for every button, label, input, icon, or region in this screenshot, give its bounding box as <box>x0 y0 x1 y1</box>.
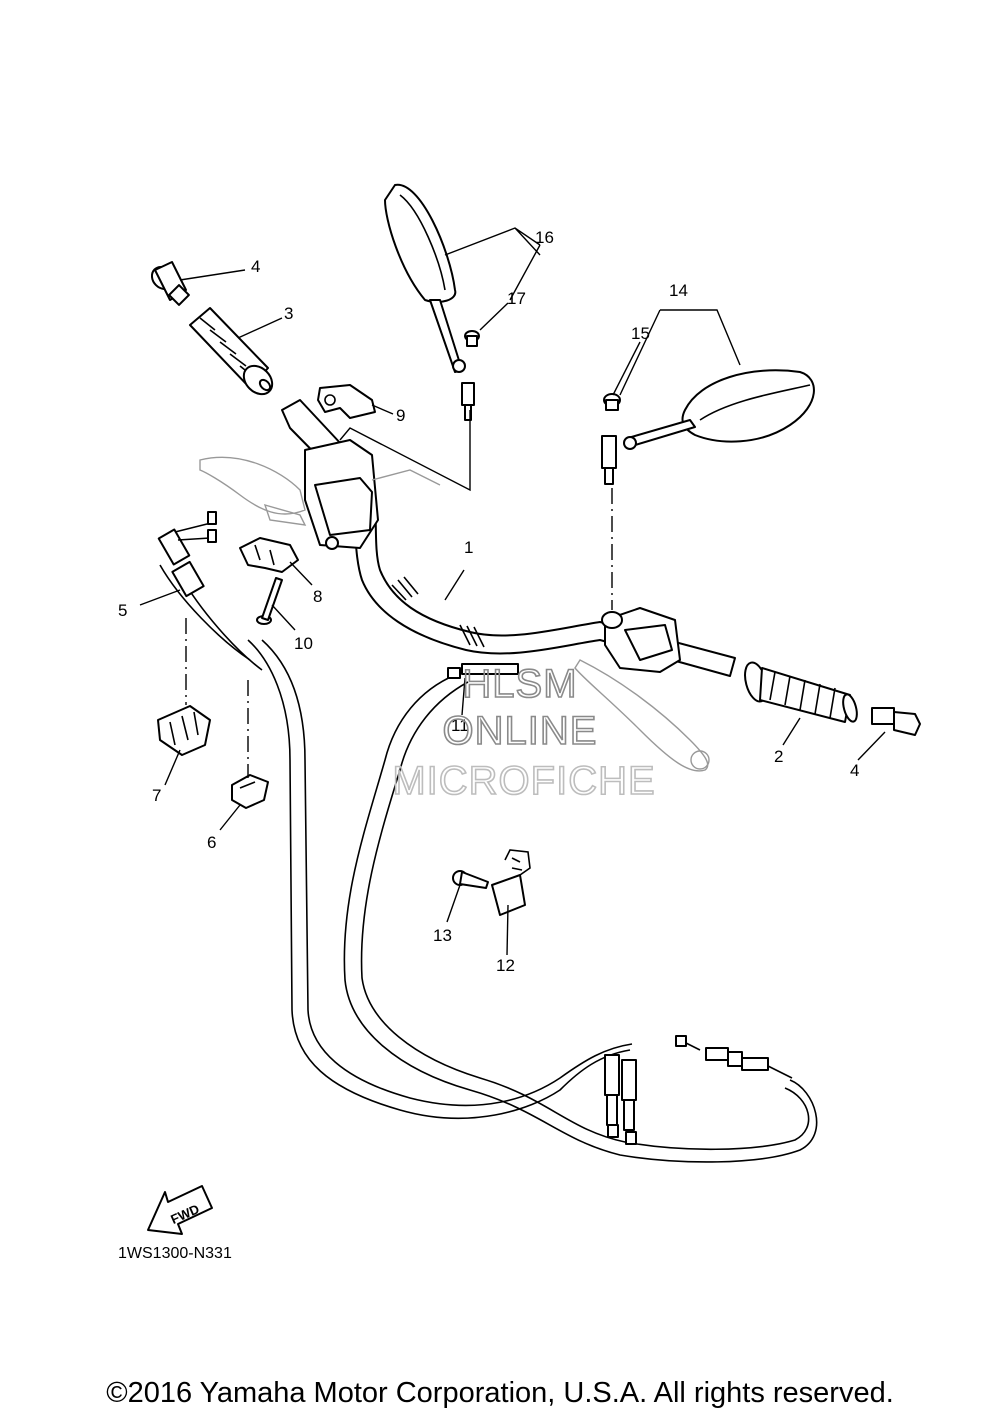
callout-labels: 1 2 3 4 4 5 6 7 8 9 10 11 12 13 14 15 16… <box>118 228 859 975</box>
screw <box>256 577 283 625</box>
watermark-line-2: ONLINE <box>443 709 598 753</box>
lever-holder <box>239 537 299 573</box>
throttle-cable-ends <box>157 511 217 598</box>
watermark: HLSM ONLINE MICROFICHE <box>392 661 656 804</box>
callout-13: 13 <box>433 926 452 945</box>
callout-12: 12 <box>496 956 515 975</box>
callout-1: 1 <box>464 538 473 557</box>
clutch-cable-adjuster <box>675 1035 793 1079</box>
callout-2: 2 <box>774 747 783 766</box>
callout-5: 5 <box>118 601 127 620</box>
watermark-line-3: MICROFICHE <box>392 759 655 803</box>
callout-4-left: 4 <box>251 257 260 276</box>
drawing-code: 1WS1300-N331 <box>118 1245 232 1262</box>
master-cylinder-holder <box>317 384 376 419</box>
callout-17: 17 <box>507 289 526 308</box>
leader-lines <box>139 227 886 956</box>
clutch-cable-end <box>447 663 519 679</box>
copyright-notice: ©2016 Yamaha Motor Corporation, U.S.A. A… <box>106 1377 894 1409</box>
left-bar-end-weight <box>150 261 190 306</box>
right-grip <box>744 661 858 723</box>
clutch-cable <box>343 674 818 1163</box>
callout-15: 15 <box>631 324 650 343</box>
assembly-lines <box>185 488 613 778</box>
left-mirror <box>384 183 475 421</box>
left-mirror-adapter-nut <box>464 330 480 347</box>
left-grip <box>189 307 274 396</box>
callout-8: 8 <box>313 587 322 606</box>
right-mirror <box>601 369 815 485</box>
clutch-switch <box>491 849 531 916</box>
callout-11: 11 <box>451 716 469 735</box>
callout-16: 16 <box>535 228 554 247</box>
callout-3: 3 <box>284 304 293 323</box>
cable-holder <box>157 705 211 756</box>
cable-clamp <box>231 774 269 809</box>
callout-10: 10 <box>294 634 313 653</box>
left-switch-housing <box>199 439 441 550</box>
right-switch-housing <box>574 607 710 772</box>
callout-7: 7 <box>152 786 161 805</box>
clutch-switch-screw <box>452 870 489 889</box>
forward-arrow-icon: FWD <box>147 1185 213 1235</box>
right-mirror-adapter-nut <box>603 393 621 411</box>
callout-4-right: 4 <box>850 761 859 780</box>
watermark-line-1: HLSM <box>462 662 577 706</box>
callout-14: 14 <box>669 281 688 300</box>
callout-9: 9 <box>396 406 405 425</box>
callout-6: 6 <box>207 833 216 852</box>
cable-end-fittings <box>604 1054 637 1145</box>
right-bar-end-weight <box>871 707 921 736</box>
